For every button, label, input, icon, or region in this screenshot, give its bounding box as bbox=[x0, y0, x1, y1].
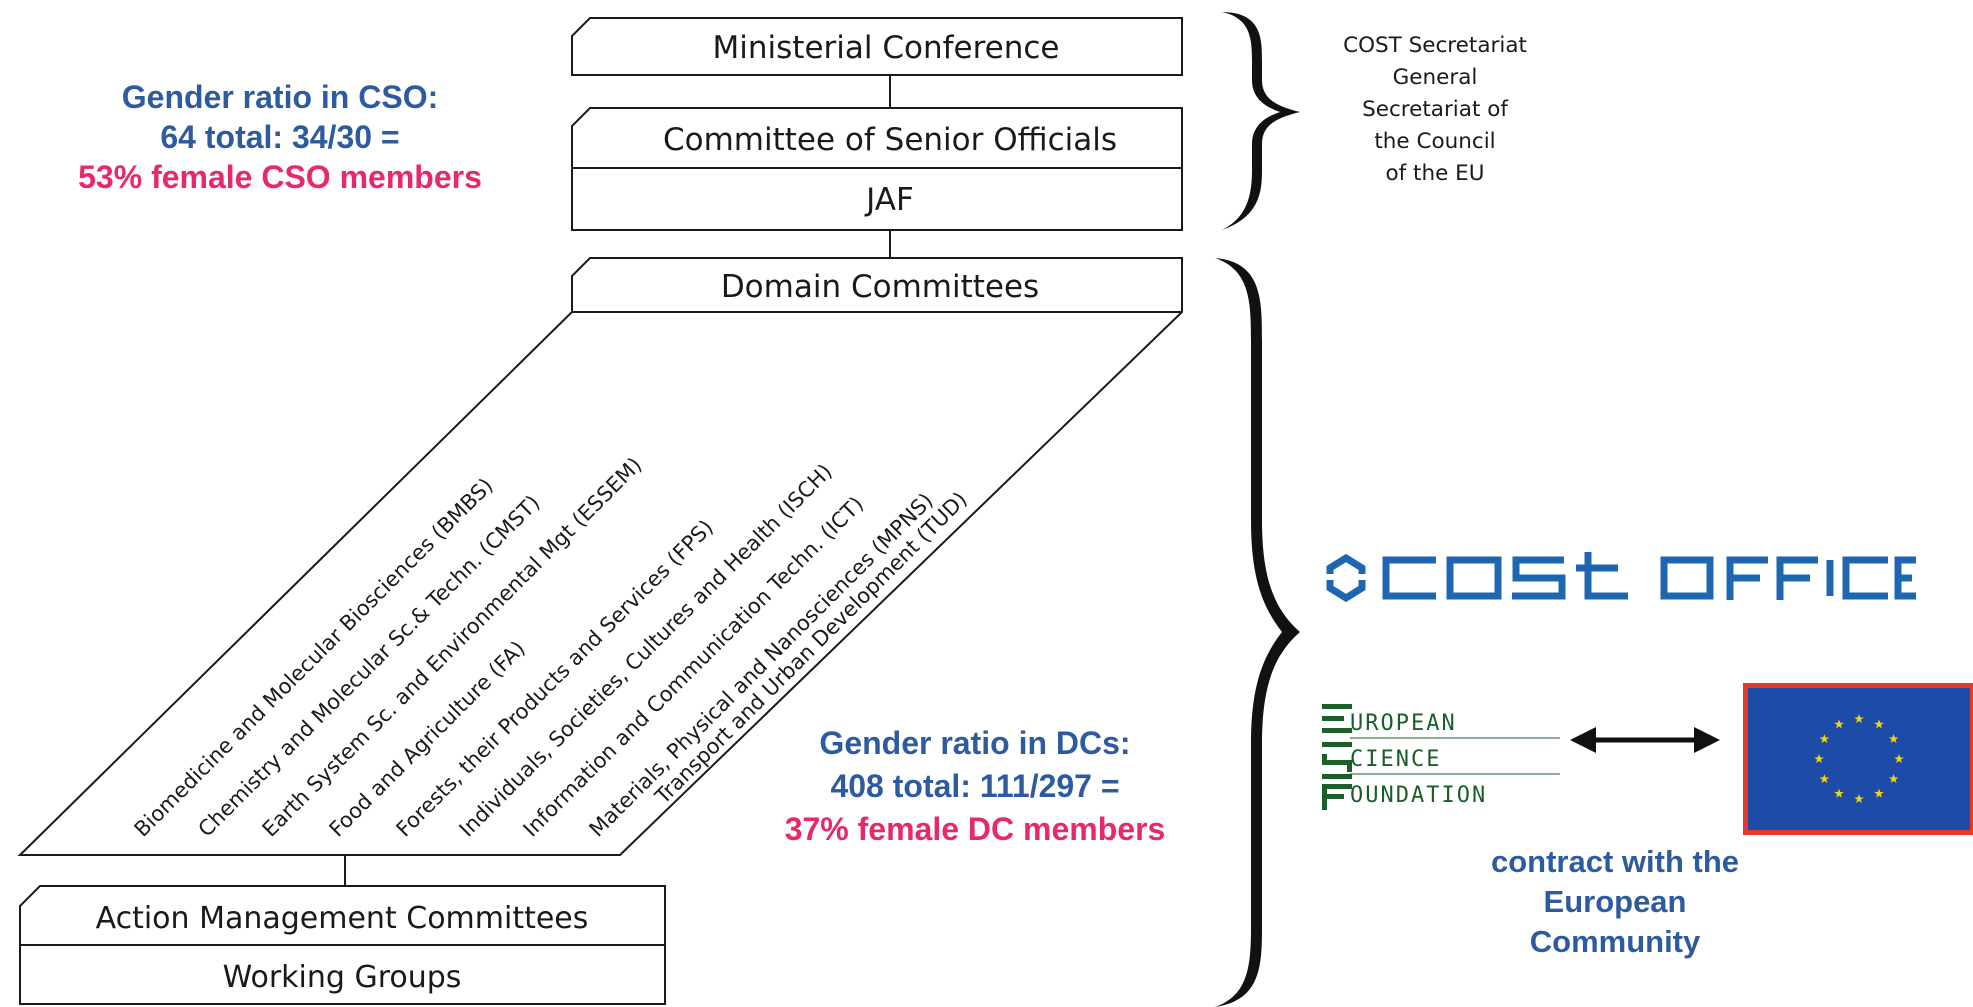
domain-committees-box bbox=[17, 257, 1183, 856]
secretariat-line: Secretariat of bbox=[1362, 97, 1508, 122]
contract-line: contract with the bbox=[1490, 844, 1739, 879]
secretariat-line: COST Secretariat bbox=[1343, 33, 1527, 58]
secretariat-line: of the EU bbox=[1386, 161, 1485, 186]
esf-logo-icon: UROPEAN CIENCE OUNDATION bbox=[1322, 704, 1560, 810]
jaf-label: JAF bbox=[864, 182, 914, 218]
cso-stats-female: 53% female CSO members bbox=[78, 159, 482, 195]
double-arrow-icon bbox=[1570, 727, 1720, 753]
contract-line: European bbox=[1543, 884, 1687, 919]
dc-stats-total: 408 total: 111/297 = bbox=[830, 768, 1120, 804]
dc-gender-stats: Gender ratio in DCs: 408 total: 111/297 … bbox=[720, 722, 1230, 851]
eu-star-icon bbox=[1874, 719, 1884, 729]
cost-logo-icon bbox=[1326, 552, 1916, 603]
eu-star-icon bbox=[1834, 719, 1844, 729]
contract-text: contract with the European Community bbox=[1440, 842, 1790, 962]
cso-gender-stats: Gender ratio in CSO: 64 total: 34/30 = 5… bbox=[0, 77, 560, 197]
eu-star-icon bbox=[1814, 754, 1824, 763]
eu-flag-icon bbox=[1743, 683, 1973, 835]
dc-stats-heading: Gender ratio in DCs: bbox=[819, 725, 1131, 761]
secretariat-brace bbox=[1222, 12, 1300, 230]
secretariat-line: General bbox=[1393, 65, 1478, 90]
eu-star-icon bbox=[1888, 774, 1899, 783]
esf-line: UROPEAN bbox=[1350, 711, 1457, 736]
eu-star-icon bbox=[1888, 734, 1899, 743]
domain-committees-label: Domain Committees bbox=[721, 269, 1039, 305]
action-management-label: Action Management Committees bbox=[96, 901, 589, 936]
eu-star-icon bbox=[1819, 774, 1830, 783]
cost-office-brace bbox=[1215, 258, 1300, 1007]
esf-line: CIENCE bbox=[1350, 747, 1441, 772]
eu-star-icon bbox=[1894, 754, 1904, 763]
eu-star-icon bbox=[1874, 788, 1884, 798]
esf-line: OUNDATION bbox=[1350, 783, 1487, 808]
cso-stats-heading: Gender ratio in CSO: bbox=[121, 79, 439, 115]
cso-stats-total: 64 total: 34/30 = bbox=[160, 119, 400, 155]
eu-star-icon bbox=[1854, 794, 1864, 803]
secretariat-line: the Council bbox=[1374, 129, 1495, 154]
committee-senior-officials-label: Committee of Senior Officials bbox=[663, 122, 1117, 158]
ministerial-conference-box bbox=[571, 17, 1183, 76]
contract-line: Community bbox=[1529, 924, 1701, 959]
eu-star-icon bbox=[1819, 734, 1830, 743]
eu-star-icon bbox=[1834, 788, 1844, 798]
secretariat-text: COST Secretariat General Secretariat of … bbox=[1343, 33, 1527, 186]
working-groups-label: Working Groups bbox=[223, 960, 462, 995]
eu-star-icon bbox=[1854, 714, 1864, 723]
ministerial-conference-label: Ministerial Conference bbox=[713, 30, 1060, 66]
dc-stats-female: 37% female DC members bbox=[784, 811, 1166, 847]
